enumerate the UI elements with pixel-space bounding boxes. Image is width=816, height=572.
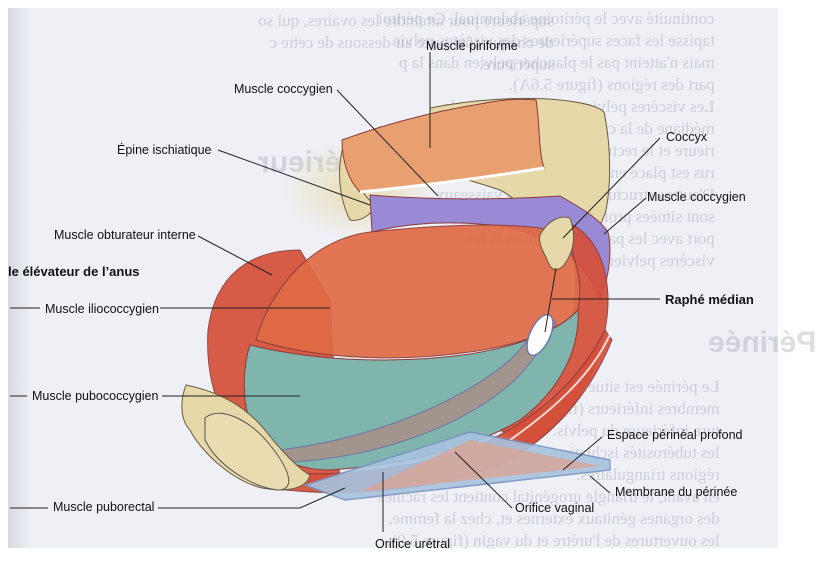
coccyx-bone xyxy=(539,216,574,270)
label-coccyx: Coccyx xyxy=(666,130,707,144)
pubic-bone-inner xyxy=(204,412,290,491)
puborectalis-sling xyxy=(279,314,557,463)
label-muscle-iliococcygien: Muscle iliococcygien xyxy=(45,302,159,316)
sling-highlight xyxy=(509,329,613,441)
label-muscle-piriforme: Muscle piriforme xyxy=(426,39,518,53)
leader-coccygien-top xyxy=(336,89,439,197)
piriformis-lower-edge xyxy=(359,166,545,194)
label-muscle-obturateur-interne: Muscle obturateur interne xyxy=(54,228,196,242)
label-muscle-coccygien-right: Muscle coccygien xyxy=(647,190,746,204)
label-elevateur-anus: le élévateur de l’anus xyxy=(8,264,140,279)
leader-membrane xyxy=(589,475,611,494)
leader-lines xyxy=(10,52,661,532)
label-muscle-puborectal: Muscle puborectal xyxy=(53,500,155,514)
label-membrane-perinee: Membrane du périnée xyxy=(615,485,738,499)
leader-puborectal xyxy=(158,487,346,509)
leader-epine xyxy=(217,149,371,206)
leader-raphe-vertical xyxy=(544,267,557,333)
label-raphe-median: Raphé médian xyxy=(665,292,754,307)
violet-membrane xyxy=(369,194,611,302)
leader-vaginal xyxy=(454,451,513,509)
leader-espace xyxy=(562,436,603,471)
label-espace-perineal-profond: Espace périnéal profond xyxy=(607,428,743,442)
leader-coccyx xyxy=(562,137,661,239)
leader-obturateur xyxy=(197,235,273,276)
label-epine-ischiatique: Épine ischiatique xyxy=(117,143,212,157)
label-orifice-uretral: Orifice urétral xyxy=(375,537,451,551)
label-muscle-coccygien-top: Muscle coccygien xyxy=(234,82,333,96)
deep-perineal-space xyxy=(360,440,600,492)
label-orifice-vaginal: Orifice vaginal xyxy=(515,501,595,515)
leader-coccygien-right xyxy=(603,197,647,235)
label-muscle-pubococcygien: Muscle pubococcygien xyxy=(32,389,159,403)
